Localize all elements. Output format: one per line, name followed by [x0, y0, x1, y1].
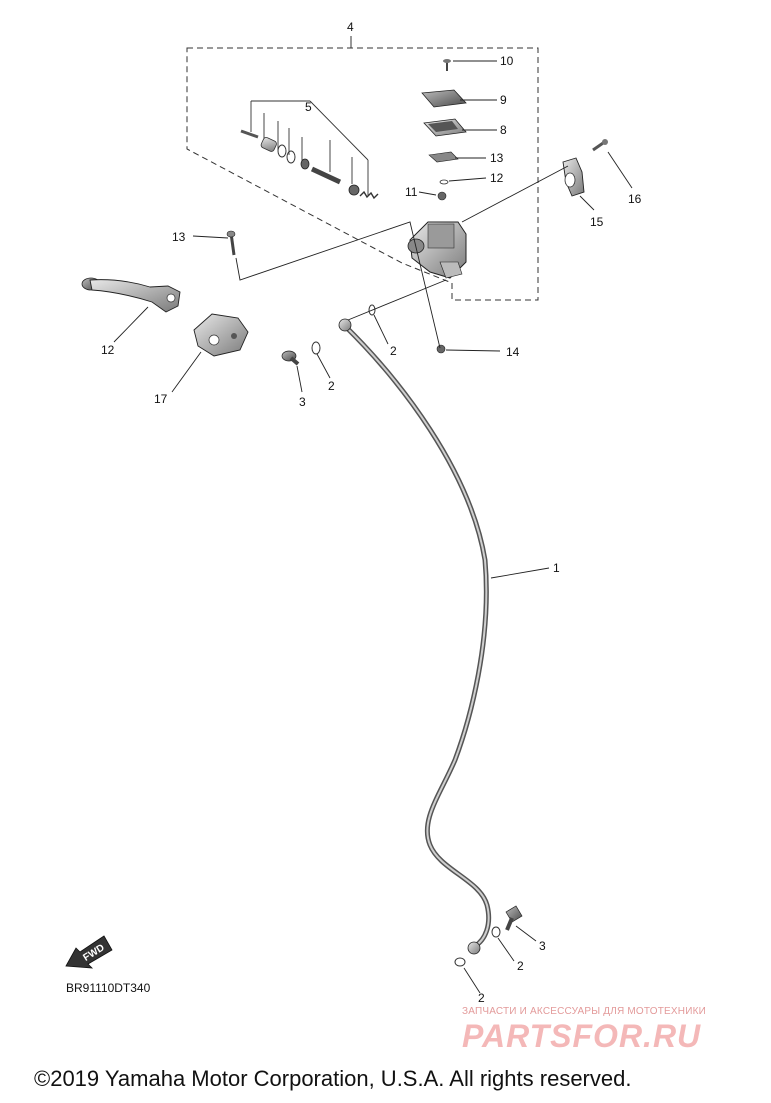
pivot-nut — [436, 344, 446, 354]
assembly-boundary — [186, 47, 539, 301]
callout-2-b: 2 — [328, 379, 335, 393]
callout-13: 13 — [172, 230, 186, 244]
callout-10: 12 — [490, 171, 504, 185]
callout-11: 13 — [490, 151, 504, 165]
callout-14: 14 — [506, 345, 520, 359]
callout-3-b: 3 — [539, 939, 546, 953]
watermark-tagline: ЗАПЧАСТИ И АКСЕССУАРЫ ДЛЯ МОТОТЕХНИКИ — [462, 1006, 707, 1017]
brake-hose — [338, 318, 492, 955]
master-cylinder-clamp — [562, 157, 585, 197]
lever-holder — [193, 313, 249, 357]
callout-9: 11 — [405, 185, 418, 199]
copyright-notice: ©2019 Yamaha Motor Corporation, U.S.A. A… — [34, 1066, 632, 1091]
lever-pivot-bolt — [226, 230, 236, 256]
copper-washer-a — [311, 341, 321, 355]
copper-washer-c — [491, 926, 501, 938]
callout-5-bracket — [250, 100, 369, 196]
brake-lever — [81, 277, 181, 313]
leader-lines — [113, 60, 633, 994]
callout-15: 15 — [590, 215, 604, 229]
callout-5: 5 — [305, 100, 312, 114]
callout-12: 12 — [101, 343, 115, 357]
master-cylinder-body — [407, 221, 467, 279]
union-bolt-bottom — [505, 905, 523, 931]
callout-17: 17 — [154, 392, 168, 406]
callout-2-c: 2 — [517, 959, 524, 973]
callout-6: 8 — [500, 123, 507, 137]
callout-8: 10 — [500, 54, 514, 68]
callout-7: 9 — [500, 93, 507, 107]
union-bolt-top — [281, 350, 300, 366]
copper-washer-d — [454, 957, 466, 967]
diagram-code: BR91110DT340 — [66, 981, 151, 995]
callout-3-a: 3 — [299, 395, 306, 409]
callout-2-d: 2 — [478, 991, 485, 1005]
callout-4: 4 — [347, 20, 354, 34]
callout-16: 16 — [628, 192, 642, 206]
fwd-arrow-icon: FWD — [65, 935, 113, 969]
watermark-logo: PARTSFOR.RU — [462, 1018, 702, 1054]
reservoir-cap-parts — [421, 59, 467, 201]
callout-2-a: 2 — [390, 344, 397, 358]
copper-washer-b — [368, 304, 376, 316]
callout-1: 1 — [553, 561, 560, 575]
callout-labels: 4 5 10 9 8 13 12 11 16 15 13 12 17 14 2 … — [101, 20, 642, 1005]
clamp-bolt — [592, 139, 608, 152]
master-cylinder-kit-parts — [240, 129, 379, 200]
